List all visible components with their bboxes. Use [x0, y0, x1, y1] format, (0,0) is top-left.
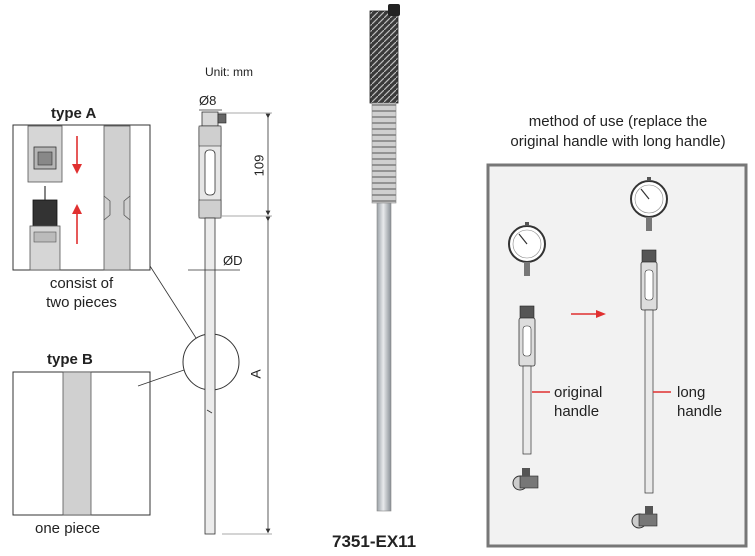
- type-a-rod: [103, 125, 131, 271]
- type-a-caption-line1: consist of: [49, 275, 114, 292]
- handle-technical-drawing: [188, 109, 272, 535]
- method-title-line2: original handle with long handle): [510, 133, 726, 150]
- knurled-grip: [369, 10, 399, 104]
- original-handle-label-line2: handle: [554, 403, 600, 420]
- type-b-caption: one piece: [35, 520, 101, 537]
- original-handle-icon: [518, 305, 536, 455]
- method-of-use-panel: [486, 163, 748, 548]
- type-a-detail: [12, 124, 151, 271]
- dim-handle-length: 109: [251, 154, 267, 177]
- type-b-title: type B: [47, 351, 93, 368]
- clamp-screw: [388, 4, 400, 16]
- type-a-caption: consist of two pieces: [13, 274, 150, 312]
- type-b-rod: [62, 371, 92, 516]
- red-arrow-right-icon: [571, 310, 606, 318]
- method-title-line1: method of use (replace the: [528, 113, 708, 130]
- long-rod: [376, 202, 392, 512]
- type-a-thread: [32, 199, 58, 227]
- red-arrow-down-icon: [72, 136, 82, 174]
- long-handle-label-line1: long: [677, 384, 706, 401]
- original-handle-label-line1: original: [554, 384, 603, 401]
- type-a-title: type A: [51, 105, 97, 122]
- model-number: 7351-EX11: [332, 532, 417, 551]
- long-handle-icon: [640, 249, 658, 494]
- leader-line-a: [149, 265, 197, 339]
- red-arrow-up-icon: [72, 204, 82, 244]
- type-a-caption-line2: two pieces: [46, 294, 117, 311]
- dim-tip-diameter: Ø8: [199, 93, 217, 108]
- type-b-detail: [12, 371, 151, 516]
- unit-label: Unit: mm: [205, 65, 253, 79]
- original-handle-label: original handle: [554, 383, 602, 421]
- dial-gauge-icon: [630, 177, 668, 231]
- long-handle-label: long handle: [677, 383, 722, 421]
- probe-head-icon: [631, 506, 658, 529]
- dial-gauge-icon: [508, 222, 546, 276]
- ridged-section: [371, 102, 397, 204]
- dim-total-length: A: [247, 369, 264, 379]
- method-title: method of use (replace the original hand…: [484, 112, 752, 152]
- product-photo: [369, 4, 400, 512]
- dim-rod-diameter: ØD: [223, 253, 243, 268]
- long-handle-label-line2: handle: [677, 403, 723, 420]
- probe-head-icon: [512, 468, 539, 491]
- leader-line-b: [137, 369, 185, 387]
